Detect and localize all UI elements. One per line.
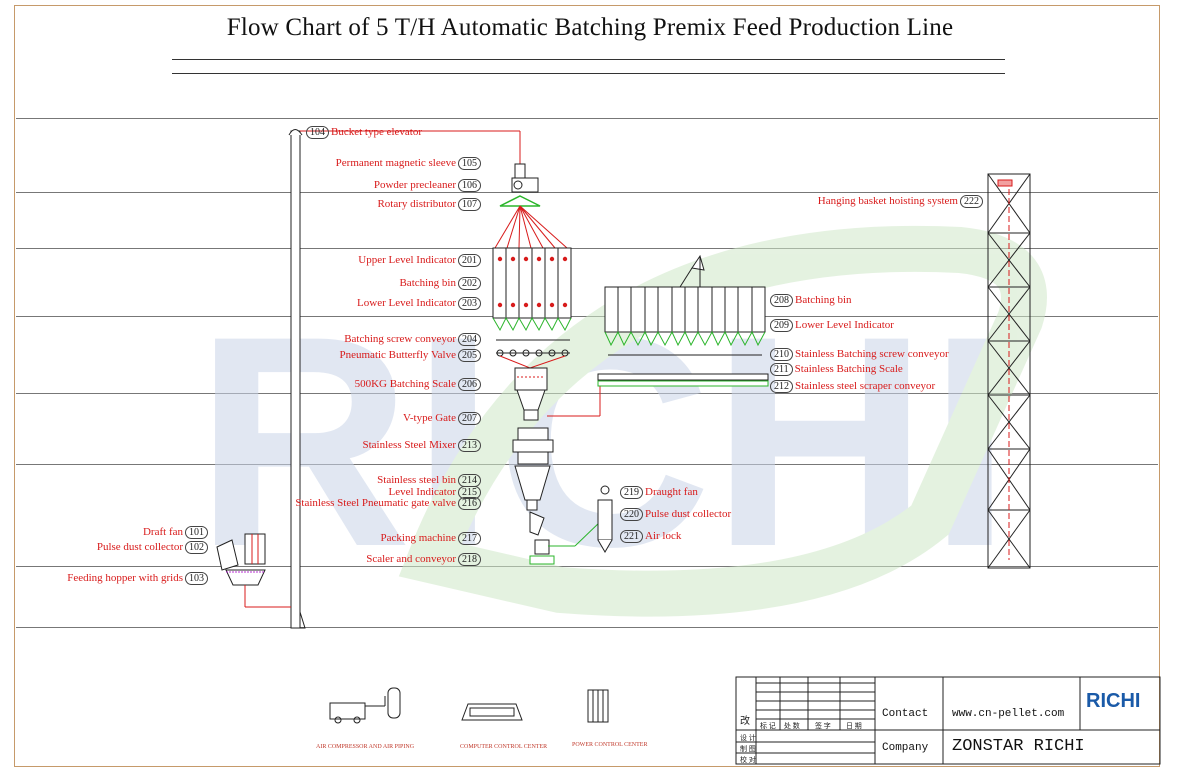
power-control-center-icon: [587, 689, 609, 723]
company-label: Company: [882, 742, 929, 754]
company-value: ZONSTAR RICHI: [952, 737, 1085, 756]
header-count: 处 数: [784, 722, 800, 730]
caption-air-compressor: AIR COMPRESSOR AND AIR PIPING: [316, 744, 415, 750]
watermark-swoosh: [398, 225, 1047, 617]
contact-label: Contact: [882, 708, 929, 720]
richi-logo: RICHI: [1086, 690, 1141, 712]
mixing-line: [499, 355, 603, 565]
hoisting-tower: [987, 173, 1031, 569]
title-underline-1: [172, 59, 1005, 60]
computer-control-center-icon: [461, 703, 523, 721]
floor-line-5: [16, 393, 1158, 394]
drawing-frame: [14, 5, 1160, 767]
bucket-elevator: [288, 129, 521, 629]
floor-line-2: [16, 192, 1158, 193]
richi-watermark: RICHI: [195, 225, 1047, 617]
row-check: 校 对: [740, 756, 756, 764]
header-sign: 签 字: [815, 722, 831, 730]
revision-mark: 改: [740, 716, 750, 727]
title-underline-2: [172, 73, 1005, 74]
title-block-grid: [735, 676, 1161, 765]
header-mark: 标 记: [760, 722, 776, 730]
batching-bins-left: [492, 247, 572, 357]
header-date: 日 期: [846, 722, 862, 730]
feeding-hopper-area: [216, 533, 291, 608]
batching-bins-right: [597, 254, 769, 387]
row-design: 设 计: [740, 734, 756, 742]
floor-line-7: [16, 566, 1158, 567]
chart-title: Flow Chart of 5 T/H Automatic Batching P…: [226, 14, 954, 41]
caption-power-control: POWER CONTROL CENTER: [572, 742, 648, 748]
precleaning-unit: [494, 163, 568, 249]
caption-computer-control: COMPUTER CONTROL CENTER: [460, 744, 548, 750]
dust-collector-right: [597, 485, 613, 553]
floor-line-8: [16, 627, 1158, 628]
floor-line-3: [16, 248, 1158, 249]
floor-line-1: [16, 118, 1158, 119]
contact-value: www.cn-pellet.com: [952, 708, 1065, 720]
floor-line-6: [16, 464, 1158, 465]
row-drawing: 制 图: [740, 745, 756, 753]
air-compressor-icon: [329, 687, 401, 724]
